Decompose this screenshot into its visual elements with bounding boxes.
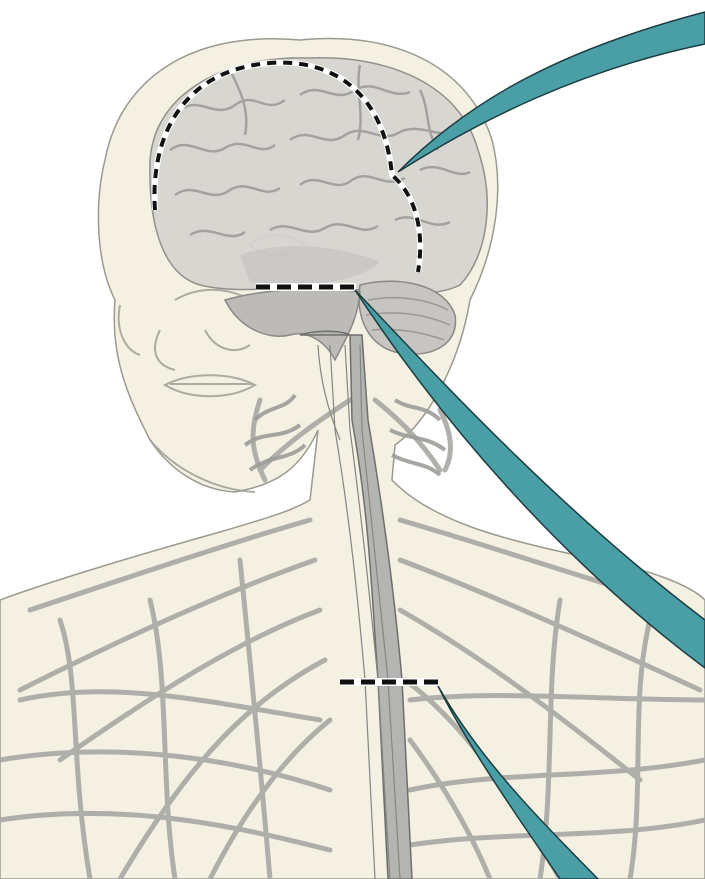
cerebrum	[150, 58, 487, 294]
